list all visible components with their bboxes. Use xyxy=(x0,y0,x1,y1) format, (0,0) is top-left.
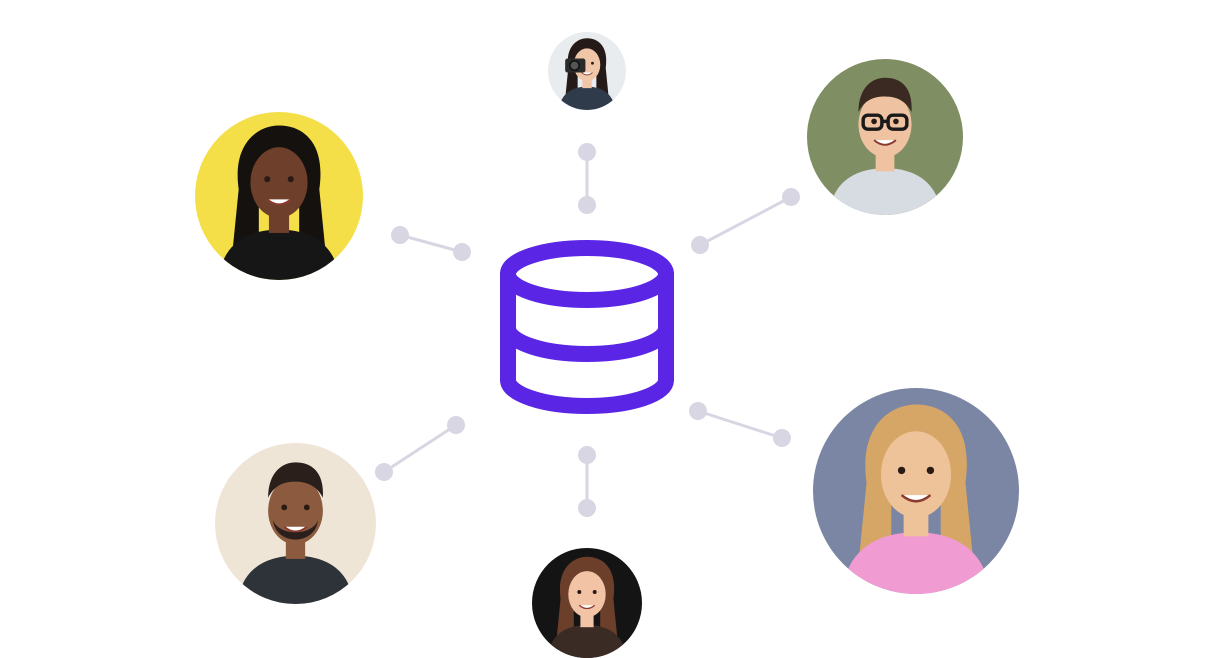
woman-long-hair-portrait xyxy=(813,388,1019,594)
man-beard-portrait xyxy=(215,443,376,604)
database-icon xyxy=(487,228,687,428)
connector-bottom-right xyxy=(691,404,790,446)
connector-bottom-left xyxy=(377,418,464,480)
avatar-man-beard xyxy=(215,443,376,604)
man-glasses-portrait xyxy=(807,59,963,215)
connector-top-left xyxy=(393,228,470,260)
connector-bottom xyxy=(580,448,595,516)
woman-photographer-portrait xyxy=(548,32,626,110)
avatar-man-glasses xyxy=(807,59,963,215)
avatar-woman-long-hair xyxy=(813,388,1019,594)
connector-top xyxy=(580,145,595,213)
avatar-woman-yellow-bg xyxy=(195,112,363,280)
woman-yellow-bg-portrait xyxy=(195,112,363,280)
woman-dark-bg-portrait xyxy=(532,548,642,658)
avatar-woman-dark-bg xyxy=(532,548,642,658)
connector-top-right xyxy=(693,190,799,253)
avatar-woman-photographer xyxy=(548,32,626,110)
